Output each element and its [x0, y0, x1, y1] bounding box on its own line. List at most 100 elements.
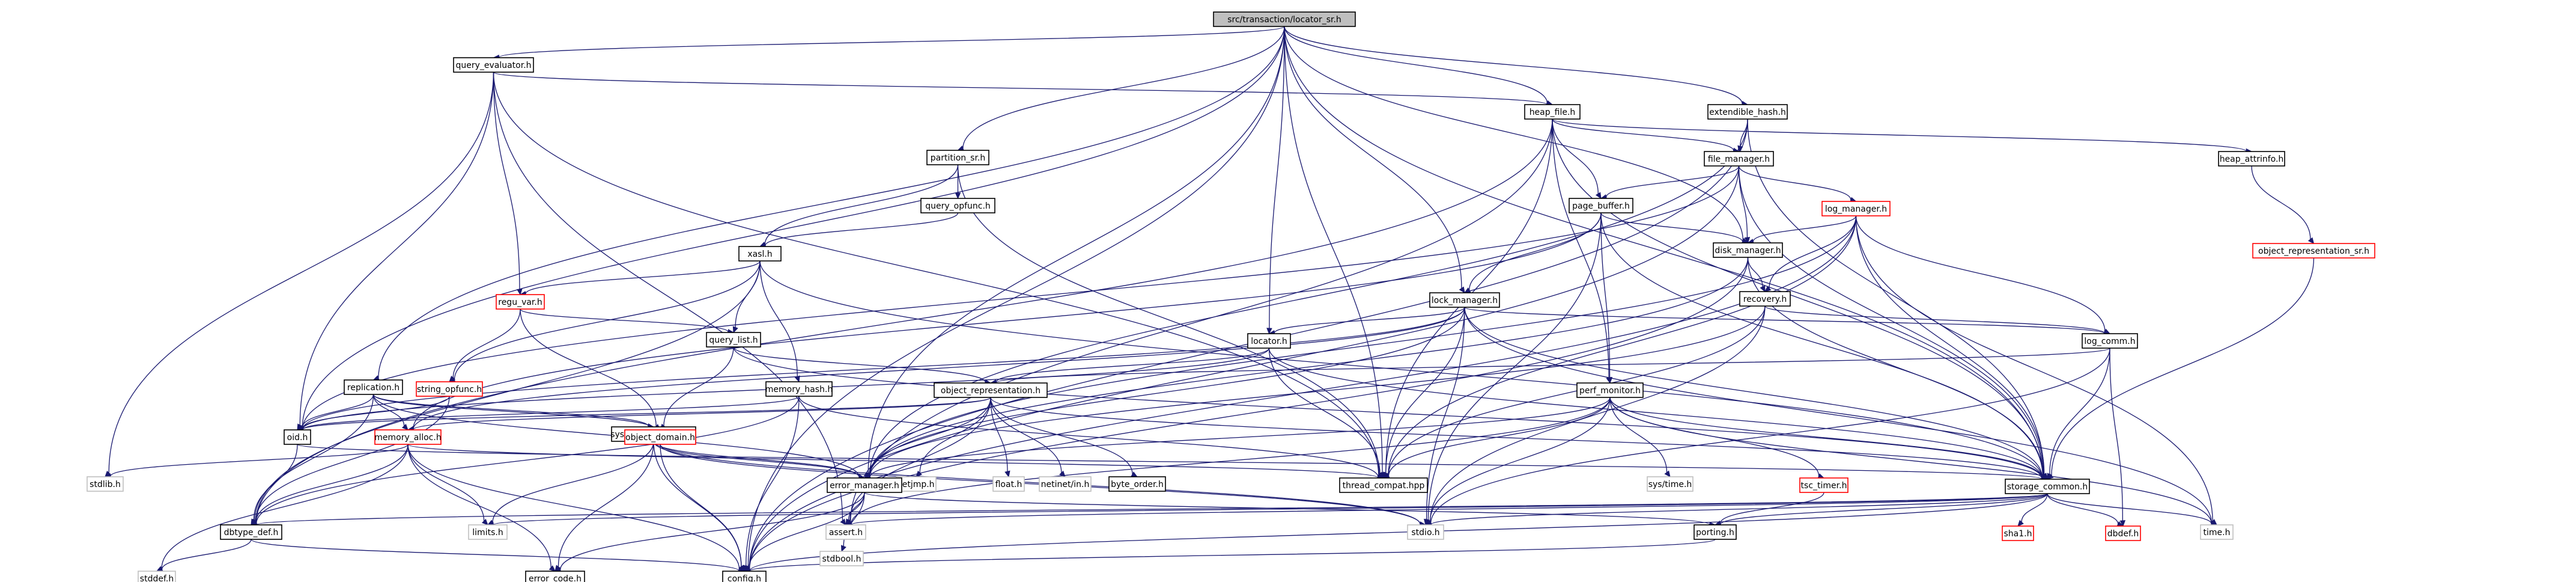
node-stdio: stdio.h: [1407, 524, 1444, 540]
node-box: [1821, 201, 1891, 216]
edge-memory_alloc-to-thread_compat: [407, 444, 1379, 479]
node-box: [722, 571, 767, 582]
edge-query_list-to-storage_common: [733, 346, 2043, 479]
edge-arrowhead: [401, 423, 409, 430]
node-box: [2005, 479, 2090, 494]
edge-arrowhead: [1760, 285, 1766, 293]
node-dbtype-def[interactable]: dbtype_def.h: [220, 524, 282, 540]
node-memory-hash[interactable]: memory_hash.h: [765, 381, 833, 397]
node-box: [2200, 524, 2234, 540]
edge-lock_manager-to-oid: [302, 307, 1465, 430]
edge-partition_sr-to-xasl: [764, 164, 959, 245]
node-box: [827, 477, 902, 493]
node-error-code[interactable]: error_code.h: [525, 571, 585, 582]
edge-heap_file-to-heap_attrinfo: [1552, 118, 2247, 152]
edge-xasl-to-storage_common: [759, 260, 2043, 479]
node-porting[interactable]: porting.h: [1694, 524, 1737, 540]
node-tsc-timer[interactable]: tsc_timer.h: [1799, 477, 1848, 493]
node-root: src/transaction/locator_sr.h: [1213, 11, 1356, 27]
edge-root-to-extendible_hash: [1284, 26, 1743, 104]
node-box: [2218, 151, 2285, 167]
node-string-opfunc[interactable]: string_opfunc.h: [416, 381, 483, 397]
edge-page_buffer-to-storage_common: [1600, 212, 2043, 477]
node-dbdef[interactable]: dbdef.h: [2105, 525, 2141, 541]
node-thread-compat[interactable]: thread_compat.hpp: [1339, 477, 1428, 493]
edge-arrowhead: [845, 518, 851, 526]
node-heap-attrinfo[interactable]: heap_attrinfo.h: [2218, 151, 2285, 167]
node-xasl[interactable]: xasl.h: [738, 246, 782, 262]
edge-oid-to-dbtype_def: [253, 444, 298, 521]
node-error-manager[interactable]: error_manager.h: [827, 477, 902, 493]
node-partition-sr[interactable]: partition_sr.h: [926, 150, 989, 165]
edge-xasl-to-string_opfunc: [454, 260, 761, 380]
node-extendible-hash[interactable]: extendible_hash.h: [1707, 104, 1788, 120]
node-object-domain[interactable]: object_domain.h: [624, 429, 696, 445]
node-label: page_buffer.h: [1572, 201, 1630, 211]
node-assert: assert.h: [825, 524, 866, 540]
edge-arrowhead: [548, 565, 556, 572]
edge-system_parameter-to-limits: [492, 441, 654, 522]
node-stdlib: stdlib.h: [87, 476, 124, 492]
edge-root-to-storage_common: [1284, 26, 2043, 477]
node-box: [1799, 477, 1848, 493]
node-object-representation[interactable]: object_representation.h: [934, 382, 1048, 398]
node-perf-monitor[interactable]: perf_monitor.h: [1576, 382, 1644, 398]
node-recovery[interactable]: recovery.h: [1739, 291, 1791, 307]
node-replication[interactable]: replication.h: [344, 379, 403, 395]
node-page-buffer[interactable]: page_buffer.h: [1569, 198, 1633, 213]
edge-regu_var-to-object_domain: [520, 308, 657, 427]
node-sys-time: sys/time.h: [1647, 476, 1694, 492]
node-box: [2082, 333, 2138, 349]
node-label: object_domain.h: [625, 433, 695, 443]
edge-object_representation-to-oid: [302, 397, 991, 430]
node-regu-var[interactable]: regu_var.h: [496, 294, 545, 310]
node-object-representation-sr[interactable]: object_representation_sr.h: [2252, 243, 2375, 259]
node-label: time.h: [2204, 528, 2231, 538]
edge-root-to-replication: [378, 26, 1285, 378]
node-log-manager[interactable]: log_manager.h: [1821, 201, 1891, 216]
node-label: src/transaction/locator_sr.h: [1227, 15, 1341, 25]
node-locator[interactable]: locator.h: [1247, 333, 1291, 349]
node-box: [1247, 333, 1291, 349]
edge-arrowhead: [481, 518, 488, 525]
node-lock-manager[interactable]: lock_manager.h: [1429, 292, 1500, 308]
edge-lock_manager-to-log_comm: [1464, 307, 2105, 334]
edge-heap_file-to-perf_monitor: [1552, 118, 1609, 378]
node-sha1[interactable]: sha1.h: [2002, 525, 2034, 541]
node-query-list[interactable]: query_list.h: [706, 332, 761, 348]
edge-memory_alloc-to-dbtype_def: [255, 444, 409, 522]
edge-perf_monitor-to-storage_common: [1609, 397, 2043, 479]
edge-arrowhead: [2119, 520, 2126, 527]
node-box: [220, 524, 282, 540]
node-config[interactable]: config.h: [722, 571, 767, 582]
nodes-layer: src/transaction/locator_sr.h query_evalua…: [87, 11, 2375, 582]
node-log-comm[interactable]: log_comm.h: [2082, 333, 2138, 349]
node-box: [374, 429, 442, 445]
node-file-manager[interactable]: file_manager.h: [1704, 151, 1774, 167]
edge-arrowhead: [732, 326, 738, 334]
node-storage-common[interactable]: storage_common.h: [2005, 479, 2090, 494]
node-box: [344, 379, 403, 395]
node-box: [1339, 477, 1428, 493]
node-disk-manager[interactable]: disk_manager.h: [1713, 242, 1783, 258]
node-memory-alloc[interactable]: memory_alloc.h: [374, 429, 442, 445]
node-oid[interactable]: oid.h: [284, 429, 311, 445]
edge-memory_alloc-to-limits: [407, 444, 485, 521]
node-heap-file[interactable]: heap_file.h: [1524, 104, 1581, 120]
node-query-opfunc[interactable]: query_opfunc.h: [920, 198, 995, 213]
edge-query_list-to-object_representation: [733, 346, 986, 383]
edge-storage_common-to-dbdef: [2047, 493, 2119, 524]
node-query-evaluator[interactable]: query_evaluator.h: [453, 57, 534, 73]
edge-arrowhead: [449, 375, 456, 382]
edge-root-to-error_manager: [867, 26, 1285, 474]
node-byte-order[interactable]: byte_order.h: [1108, 476, 1166, 492]
node-box: [525, 571, 585, 582]
node-label: stdbool.h: [822, 554, 861, 564]
edge-recovery-to-error_manager: [869, 305, 1766, 477]
node-box: [1524, 104, 1581, 120]
edges-layer: [104, 26, 2315, 574]
edge-xasl-to-regu_var: [525, 260, 761, 295]
node-label: sha1.h: [2004, 529, 2032, 539]
edge-heap_file-to-storage_common: [1552, 118, 2044, 476]
